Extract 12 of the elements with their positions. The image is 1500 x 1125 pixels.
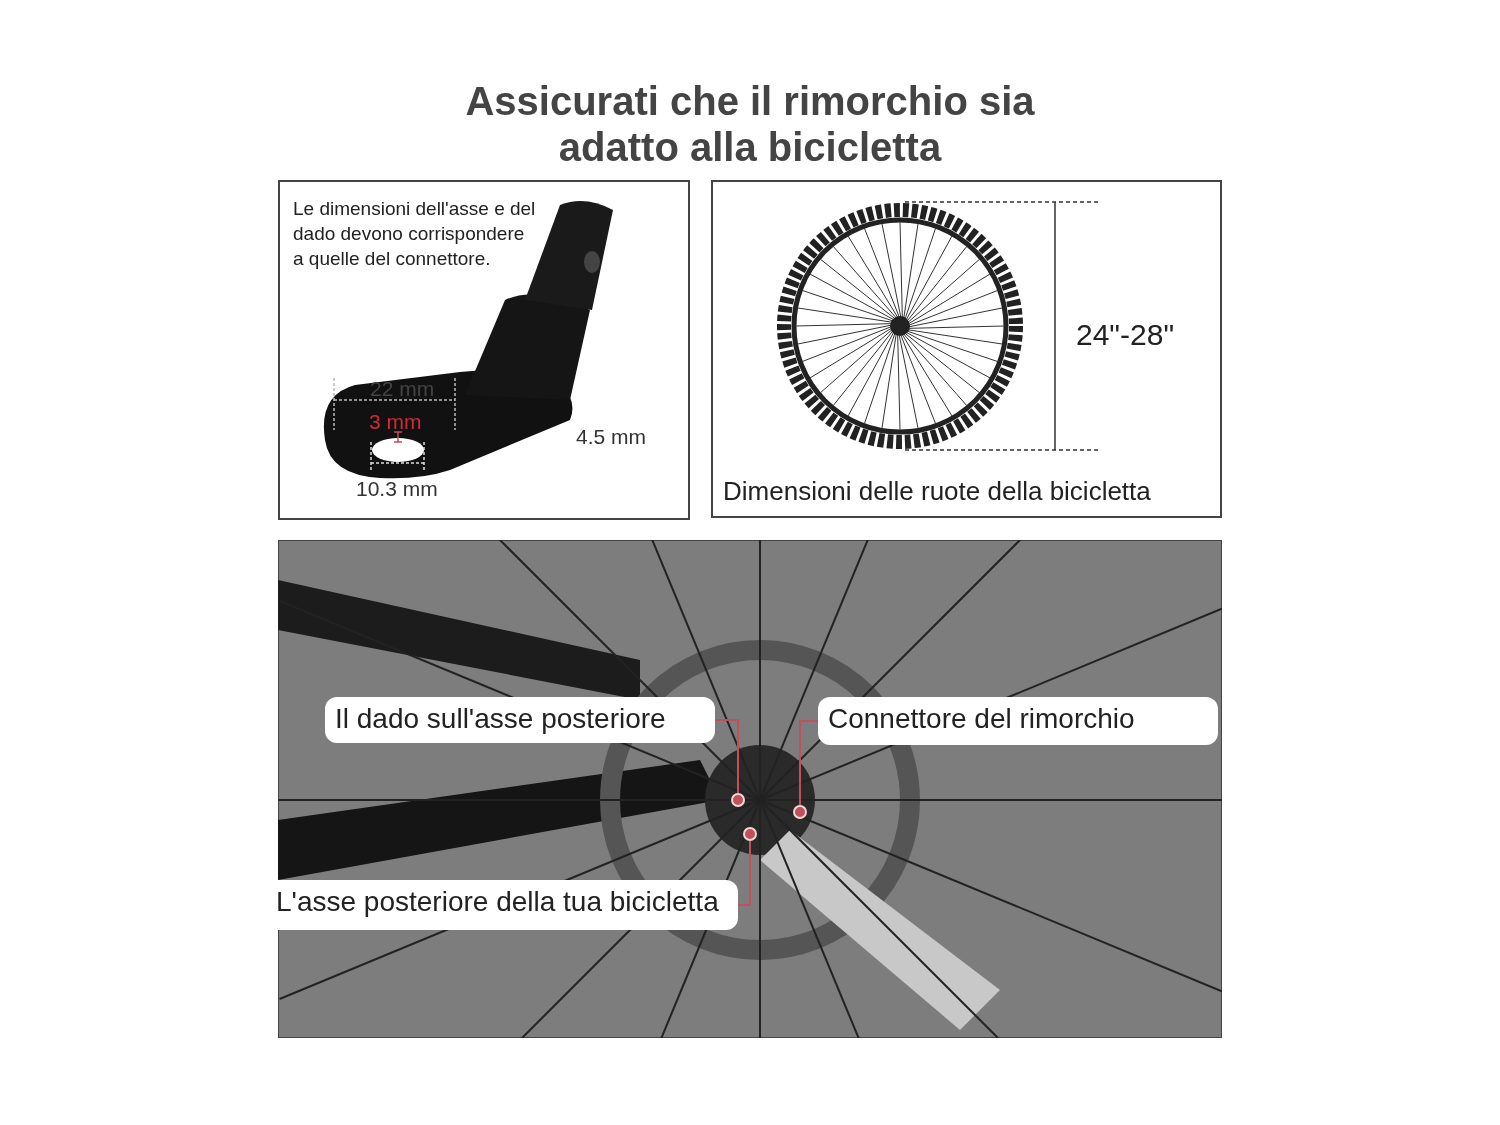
- leader-line: [799, 720, 819, 806]
- caption-text: Dimensioni delle ruote della bicicletta: [723, 476, 1151, 507]
- callout-label: Il dado sull'asse posteriore: [325, 697, 715, 743]
- dimension-label: 4.5 mm: [576, 425, 646, 449]
- leader-line: [714, 719, 739, 794]
- dimension-label: 24"-28": [1076, 318, 1175, 352]
- dimension-label: 3 mm: [369, 410, 422, 434]
- callout-label: Connettore del rimorchio: [818, 697, 1218, 745]
- leader-line: [737, 840, 751, 906]
- note-text: Le dimensioni dell'asse e del dado devono corrispondere a quelle del connettore.: [293, 197, 537, 271]
- dimension-label: 10.3 mm: [356, 477, 438, 501]
- title: Assicurati che il rimorchio sia adatto alla bicicletta: [464, 78, 1036, 170]
